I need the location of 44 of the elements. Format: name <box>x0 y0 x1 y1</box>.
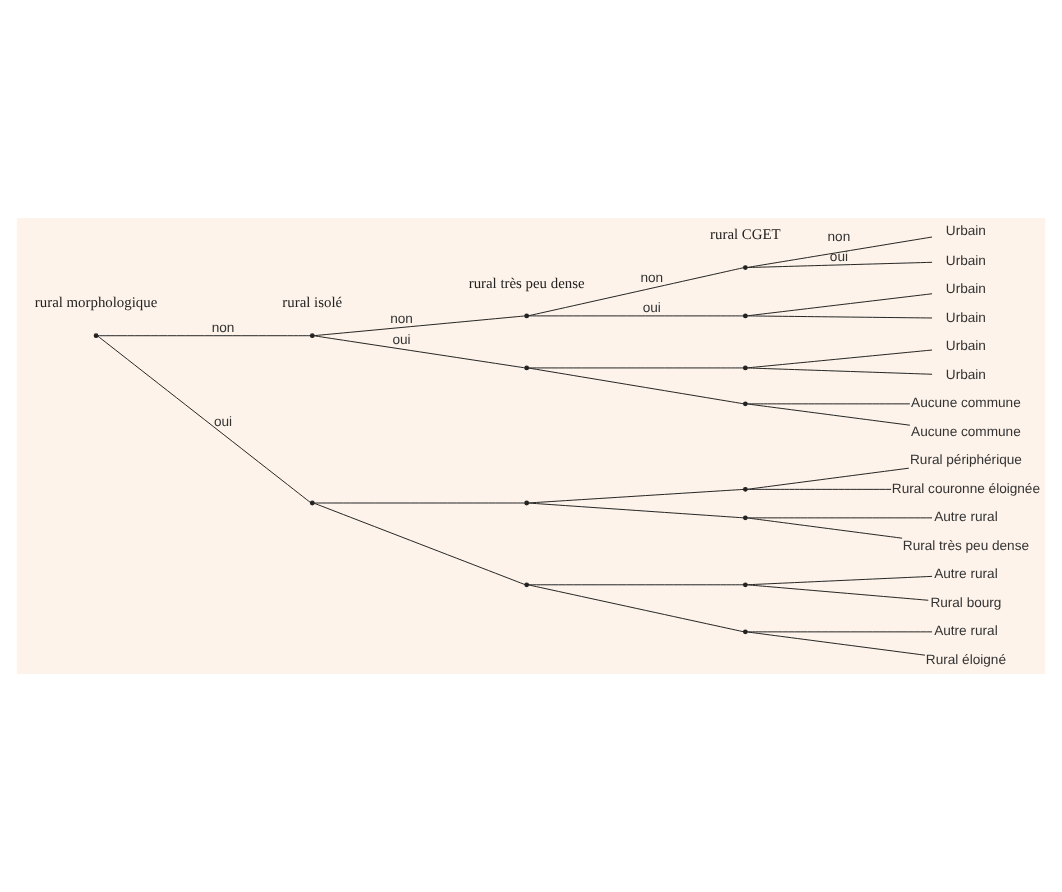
connector <box>528 502 745 519</box>
node-point <box>742 515 748 521</box>
connector <box>528 488 745 504</box>
connector <box>746 517 903 539</box>
connector <box>746 631 933 633</box>
connector <box>313 315 526 337</box>
connector <box>746 517 933 519</box>
node-point <box>742 582 748 588</box>
connector <box>528 367 745 405</box>
node-point <box>742 629 748 635</box>
connector <box>313 502 526 586</box>
connector <box>97 335 311 504</box>
connector <box>746 367 933 375</box>
node-point <box>524 313 530 319</box>
connector <box>97 335 311 337</box>
connector <box>528 584 745 633</box>
connector <box>528 584 745 586</box>
node-point <box>742 313 748 319</box>
node-point <box>524 500 530 506</box>
connector <box>528 315 745 317</box>
node-point <box>93 333 99 339</box>
connector <box>313 335 526 369</box>
node-point <box>309 500 315 506</box>
node-point <box>742 265 748 270</box>
connector <box>746 315 933 319</box>
connector <box>746 584 929 601</box>
connector <box>746 631 926 656</box>
node-point <box>742 401 748 407</box>
connector <box>746 261 933 269</box>
connector <box>746 467 910 490</box>
connector <box>746 293 933 317</box>
node-point <box>742 486 748 492</box>
node-point <box>742 365 748 371</box>
connector <box>746 236 933 268</box>
connector <box>746 488 892 490</box>
node-point <box>524 582 530 588</box>
connector <box>528 367 745 369</box>
node-point <box>309 333 315 339</box>
connector <box>528 267 745 317</box>
node-point <box>524 365 530 371</box>
connector <box>313 502 526 504</box>
connector <box>746 403 911 426</box>
connector <box>746 575 933 586</box>
connector <box>746 403 911 405</box>
